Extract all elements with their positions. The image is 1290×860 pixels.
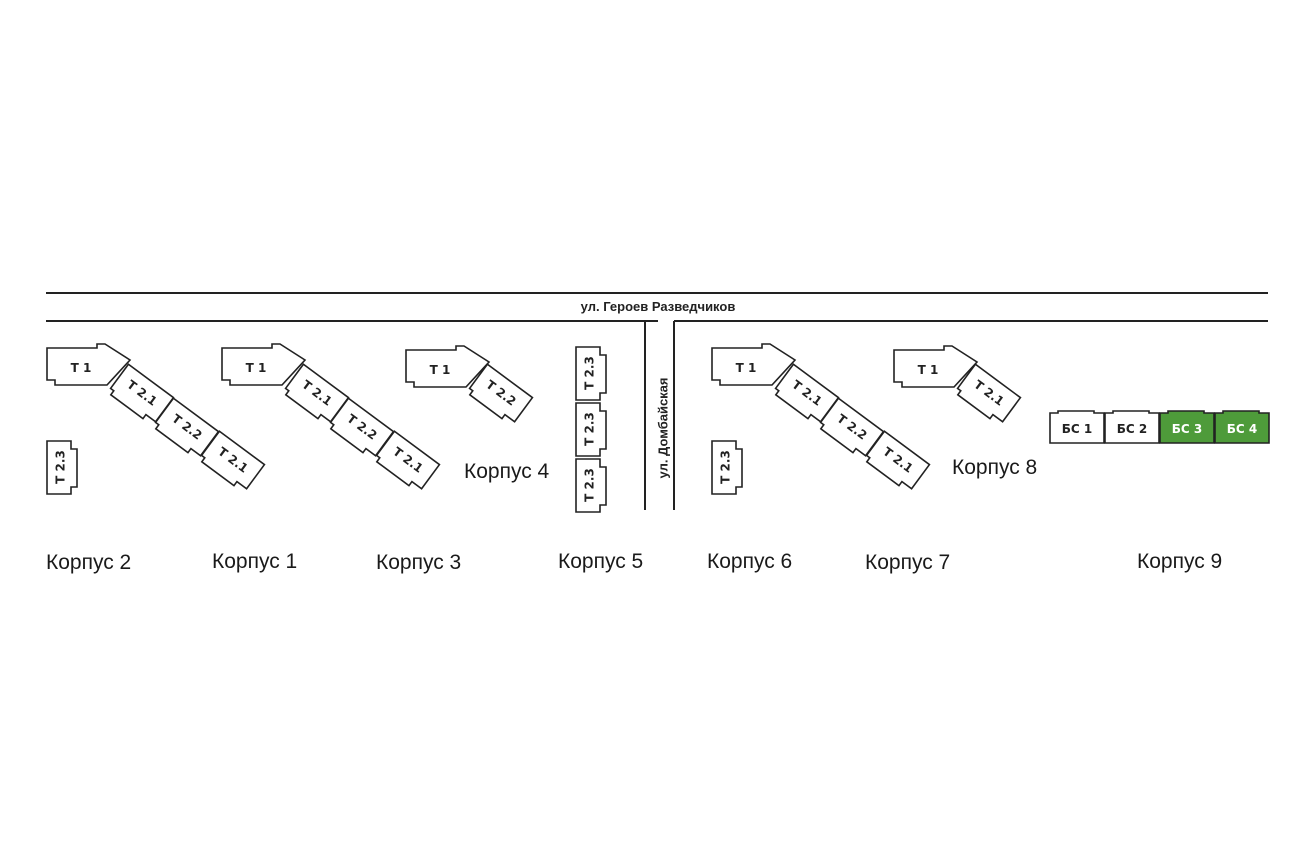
section-k5-t2-3b[interactable]: Т 2.3 <box>575 402 607 457</box>
section-k5-t2-3c[interactable]: Т 2.3 <box>575 458 607 513</box>
building-k7[interactable]: Т 1 Т 2.1 Т 2.2 Т 2.1 Корпус 7 <box>711 343 950 574</box>
svg-text:БС 2: БС 2 <box>1117 422 1147 436</box>
svg-text:БС 4: БС 4 <box>1227 422 1257 436</box>
svg-text:Т 2.3: Т 2.3 <box>719 450 733 484</box>
building-label-k2: Корпус 2 <box>46 551 131 574</box>
svg-text:БС 3: БС 3 <box>1172 422 1202 436</box>
section-k8-t1[interactable]: Т 1 <box>893 345 978 388</box>
building-label-k1: Корпус 1 <box>212 550 297 573</box>
section-k7-t2-2[interactable]: Т 2.2 <box>816 397 885 461</box>
building-label-k5: Корпус 5 <box>558 550 643 573</box>
svg-text:Т 1: Т 1 <box>430 363 451 377</box>
section-k7-t1[interactable]: Т 1 <box>711 343 796 386</box>
section-k9-bs1[interactable]: БС 1 <box>1049 410 1105 444</box>
section-k6-t2-3[interactable]: Т 2.3 <box>711 440 743 495</box>
svg-text:Т 2.3: Т 2.3 <box>54 450 68 484</box>
section-k2-t1[interactable]: Т 1 <box>46 343 131 386</box>
svg-text:Т 1: Т 1 <box>246 361 267 375</box>
section-k7-t2-1[interactable]: Т 2.1 <box>771 363 840 427</box>
section-k9-bs3[interactable]: БС 3 <box>1159 410 1215 444</box>
section-k7-t2-1b[interactable]: Т 2.1 <box>862 430 931 494</box>
section-k1-t1[interactable]: Т 1 <box>221 343 306 386</box>
section-k9-bs2[interactable]: БС 2 <box>1104 410 1160 444</box>
section-k2-t2-1b[interactable]: Т 2.1 <box>197 430 266 494</box>
svg-text:Т 2.3: Т 2.3 <box>583 412 597 446</box>
svg-text:Т 2.3: Т 2.3 <box>583 468 597 502</box>
svg-text:Т 1: Т 1 <box>736 361 757 375</box>
section-k8-t2-1[interactable]: Т 2.1 <box>953 363 1022 427</box>
building-k9[interactable]: БС 1 БС 2 БС 3 БС 4 Корпус 9 <box>1049 410 1270 573</box>
section-k9-bs4[interactable]: БС 4 <box>1214 410 1270 444</box>
building-k2[interactable]: Т 1 Т 2.1 Т 2.2 Т 2.1 Т 2.3 Корпус 2 <box>46 343 266 574</box>
svg-text:Т 1: Т 1 <box>918 363 939 377</box>
building-label-k3: Корпус 3 <box>376 551 461 574</box>
section-k1-t2-2[interactable]: Т 2.2 <box>326 397 395 461</box>
building-label-k4: Корпус 4 <box>464 460 550 483</box>
section-k3-t1[interactable]: Т 1 <box>405 345 490 388</box>
building-k3[interactable]: Т 1 Т 2.2 Корпус 3 <box>376 345 534 574</box>
section-k1-t2-1b[interactable]: Т 2.1 <box>372 430 441 494</box>
roads <box>46 292 1268 510</box>
section-k2-t2-2[interactable]: Т 2.2 <box>151 397 220 461</box>
section-k2-t2-3[interactable]: Т 2.3 <box>46 440 78 495</box>
svg-text:БС 1: БС 1 <box>1062 422 1092 436</box>
building-k8[interactable]: Т 1 Т 2.1 Корпус 8 <box>893 345 1037 479</box>
street-label-side: ул. Домбайская <box>655 378 670 479</box>
section-k3-t2-2[interactable]: Т 2.2 <box>465 363 534 427</box>
building-label-k8: Корпус 8 <box>952 456 1037 479</box>
building-k1[interactable]: Т 1 Т 2.1 Т 2.2 Т 2.1 Корпус 1 <box>212 343 441 573</box>
building-label-k7: Корпус 7 <box>865 551 950 574</box>
building-k5[interactable]: Т 2.3 Т 2.3 Т 2.3 Корпус 5 <box>558 346 643 573</box>
building-label-k6: Корпус 6 <box>707 550 792 573</box>
section-k5-t2-3a[interactable]: Т 2.3 <box>575 346 607 401</box>
section-k1-t2-1[interactable]: Т 2.1 <box>281 363 350 427</box>
svg-text:Т 1: Т 1 <box>71 361 92 375</box>
building-label-k9: Корпус 9 <box>1137 550 1222 573</box>
section-k2-t2-1[interactable]: Т 2.1 <box>106 363 175 427</box>
building-k6[interactable]: Т 2.3 Корпус 6 <box>707 440 792 573</box>
street-label-top: ул. Героев Разведчиков <box>581 299 736 314</box>
svg-text:Т 2.3: Т 2.3 <box>583 356 597 390</box>
